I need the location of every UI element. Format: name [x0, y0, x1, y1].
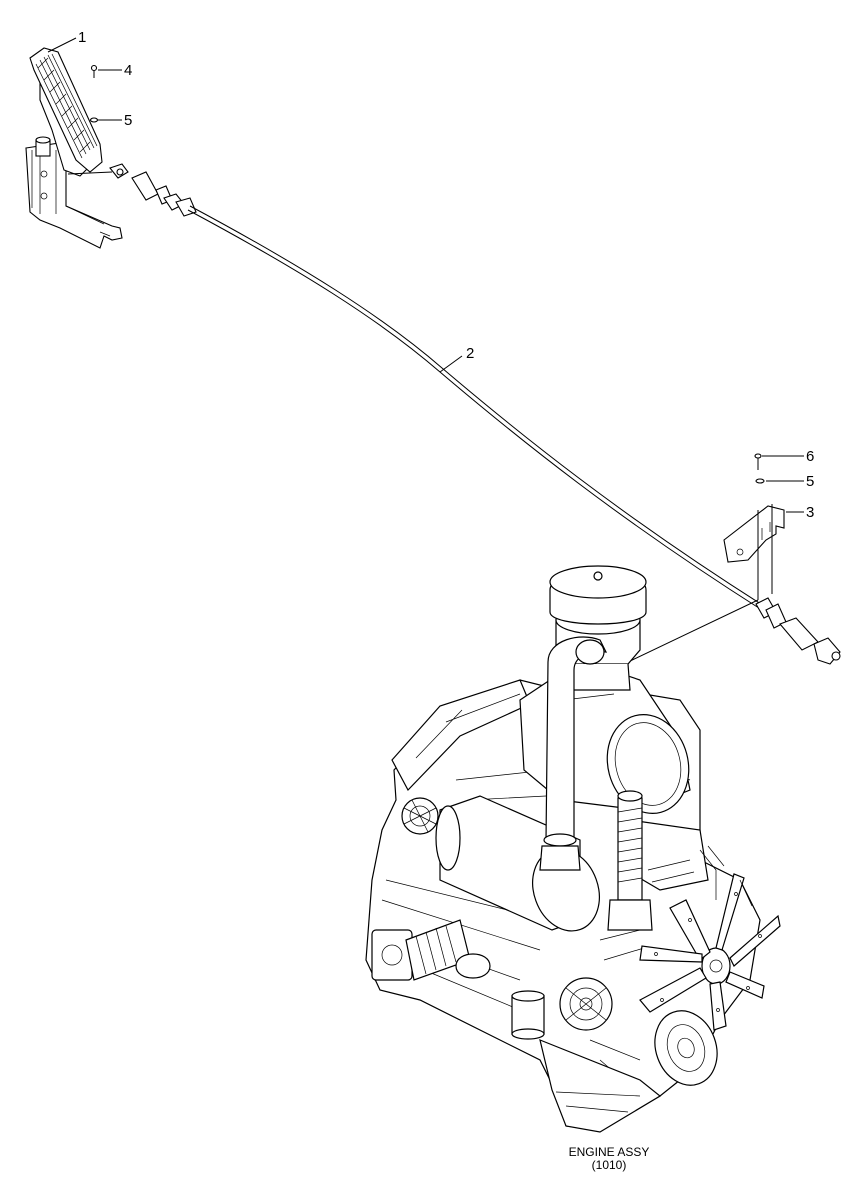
engine-caption-line2: (1010) [592, 1158, 627, 1172]
callout-label: 5 [806, 473, 814, 490]
bolt-bracket-icon [754, 453, 762, 470]
callout-2: 2 [439, 345, 474, 373]
callout-label: 1 [78, 29, 86, 46]
callout-6: 6 [762, 448, 814, 465]
engine-caption-line1: ENGINE ASSY [569, 1145, 650, 1159]
callout-5-pedal: 5 [98, 112, 132, 129]
callout-4: 4 [98, 62, 132, 79]
washer-pedal-icon [89, 117, 99, 123]
callout-label: 6 [806, 448, 814, 465]
callout-label: 4 [124, 62, 132, 79]
callout-1: 1 [47, 29, 86, 53]
callout-3: 3 [786, 504, 814, 521]
engine-caption: ENGINE ASSY (1010) [569, 1145, 650, 1172]
bracket-leader-line [627, 504, 773, 663]
callout-label: 3 [806, 504, 814, 521]
bolt-pedal-icon [90, 64, 98, 78]
cable-bracket [723, 505, 785, 563]
callout-label: 2 [466, 345, 474, 362]
callout-label: 5 [124, 112, 132, 129]
throttle-cable [131, 171, 841, 665]
accelerator-pedal [25, 47, 129, 249]
callout-5-bracket: 5 [766, 473, 814, 490]
engine-assembly [365, 565, 781, 1133]
washer-bracket-icon [755, 478, 765, 484]
